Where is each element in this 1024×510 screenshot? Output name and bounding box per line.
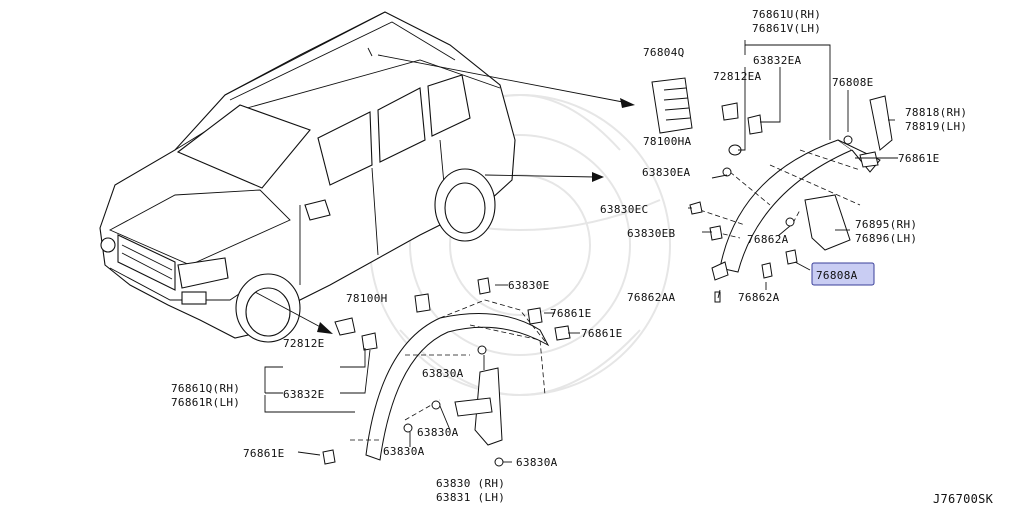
- label-63832ea-rear[interactable]: 63832EA: [753, 54, 802, 67]
- label-63832e[interactable]: 63832E: [283, 388, 325, 401]
- label-78818[interactable]: 78818(RH): [905, 106, 967, 119]
- part-labels: 76861U(RH) 76861V(LH) 63832EA 76804Q 728…: [171, 8, 994, 506]
- label-63830ea[interactable]: 63830EA: [642, 166, 691, 179]
- label-63830eb[interactable]: 63830EB: [627, 227, 676, 240]
- label-63830ec[interactable]: 63830EC: [600, 203, 648, 216]
- front-arch-assembly: [264, 277, 571, 467]
- leader-lines: [409, 119, 898, 463]
- label-76804q[interactable]: 76804Q: [643, 46, 685, 59]
- label-76861q[interactable]: 76861Q(RH): [171, 382, 240, 395]
- label-78819[interactable]: 78819(LH): [905, 120, 967, 133]
- label-63830e[interactable]: 63830E: [508, 279, 550, 292]
- label-63830a-top[interactable]: 63830A: [422, 367, 464, 380]
- label-78100ha[interactable]: 78100HA: [643, 135, 692, 148]
- label-63830a-bottom[interactable]: 63830A: [516, 456, 558, 469]
- label-76861e-upper[interactable]: 76861E: [550, 307, 592, 320]
- label-72812ea[interactable]: 72812EA: [713, 70, 762, 83]
- label-63831[interactable]: 63831 (LH): [436, 491, 505, 504]
- label-76861v[interactable]: 76861V(LH): [752, 22, 821, 35]
- label-76862a-lower[interactable]: 76862A: [738, 291, 780, 304]
- label-63830[interactable]: 63830 (RH): [436, 477, 505, 490]
- label-76861e-rear[interactable]: 76861E: [898, 152, 940, 165]
- label-76895[interactable]: 76895(RH): [855, 218, 917, 231]
- label-76862aa[interactable]: 76862AA: [627, 291, 676, 304]
- highlight-box: [811, 262, 875, 286]
- label-76808a[interactable]: 76808A: [816, 269, 858, 282]
- label-72812e[interactable]: 72812E: [283, 337, 325, 350]
- label-76861e-middle[interactable]: 76861E: [581, 327, 623, 340]
- pointer-arrows: [254, 54, 635, 334]
- label-78100h[interactable]: 78100H: [346, 292, 388, 305]
- label-76861r[interactable]: 76861R(LH): [171, 396, 240, 409]
- label-76861u[interactable]: 76861U(RH): [752, 8, 821, 21]
- label-63830a-middle[interactable]: 63830A: [417, 426, 459, 439]
- label-63830a-lower[interactable]: 63830A: [383, 445, 425, 458]
- label-76896[interactable]: 76896(LH): [855, 232, 917, 245]
- label-76862a-upper[interactable]: 76862A: [747, 233, 789, 246]
- label-76861e-lower[interactable]: 76861E: [243, 447, 285, 460]
- vehicle-illustration: [99, 11, 516, 343]
- rear-arch-assembly: [651, 40, 893, 303]
- diagram-code: J76700SK: [933, 492, 994, 506]
- label-76808e[interactable]: 76808E: [832, 76, 874, 89]
